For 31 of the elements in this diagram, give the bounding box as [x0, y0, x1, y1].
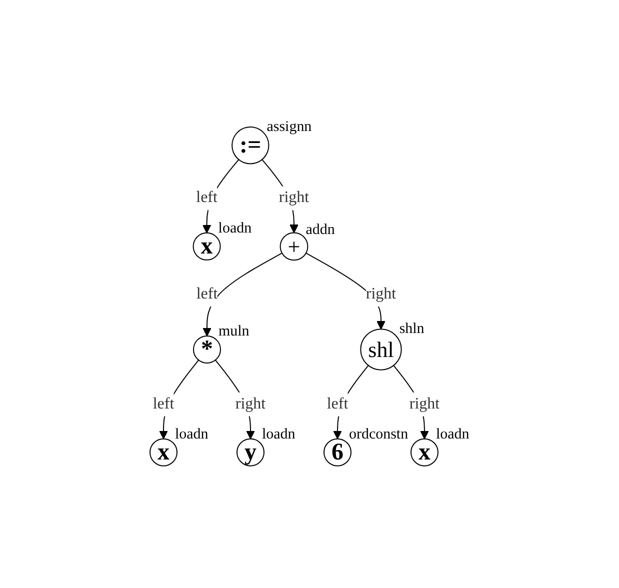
node-label: 6	[331, 439, 344, 466]
node-type-annotation: assignn	[266, 118, 312, 135]
node-label: shl	[368, 336, 394, 362]
node-label: +	[288, 234, 300, 259]
edge-label: right	[366, 285, 396, 302]
node-type-annotation: loadn	[262, 426, 296, 442]
node-label: x	[418, 439, 430, 466]
node-label: x	[157, 439, 170, 466]
node-type-annotation: shln	[399, 320, 424, 337]
edge-label: left	[326, 395, 348, 412]
node-type-annotation: loadn	[218, 220, 252, 236]
edge-label: right	[235, 395, 266, 412]
node-type-annotation: ordconstn	[348, 426, 408, 442]
node-type-annotation: loadn	[436, 426, 470, 442]
node-label: y	[244, 439, 256, 466]
node-type-annotation: addn	[306, 222, 335, 238]
syntax-tree-diagram: left right left right left right left right := x + * shl x y 6 x assignn loadn addn muln shln loadn loadn ordconstn loadn	[144, 112, 474, 476]
arrow	[202, 252, 282, 336]
node-type-annotation: loadn	[174, 426, 208, 442]
node-label: :=	[239, 132, 262, 158]
arrow	[332, 364, 369, 440]
node-label: x	[200, 233, 213, 260]
edge-label: left	[152, 395, 174, 412]
node-type-annotation: muln	[218, 323, 250, 340]
edge-label: right	[409, 395, 440, 412]
arrow	[158, 359, 199, 440]
arrow	[202, 158, 240, 234]
node-label: *	[200, 336, 213, 362]
edge-label: left	[196, 285, 218, 302]
edge-label: left	[196, 189, 218, 206]
edge-label: right	[278, 189, 309, 206]
